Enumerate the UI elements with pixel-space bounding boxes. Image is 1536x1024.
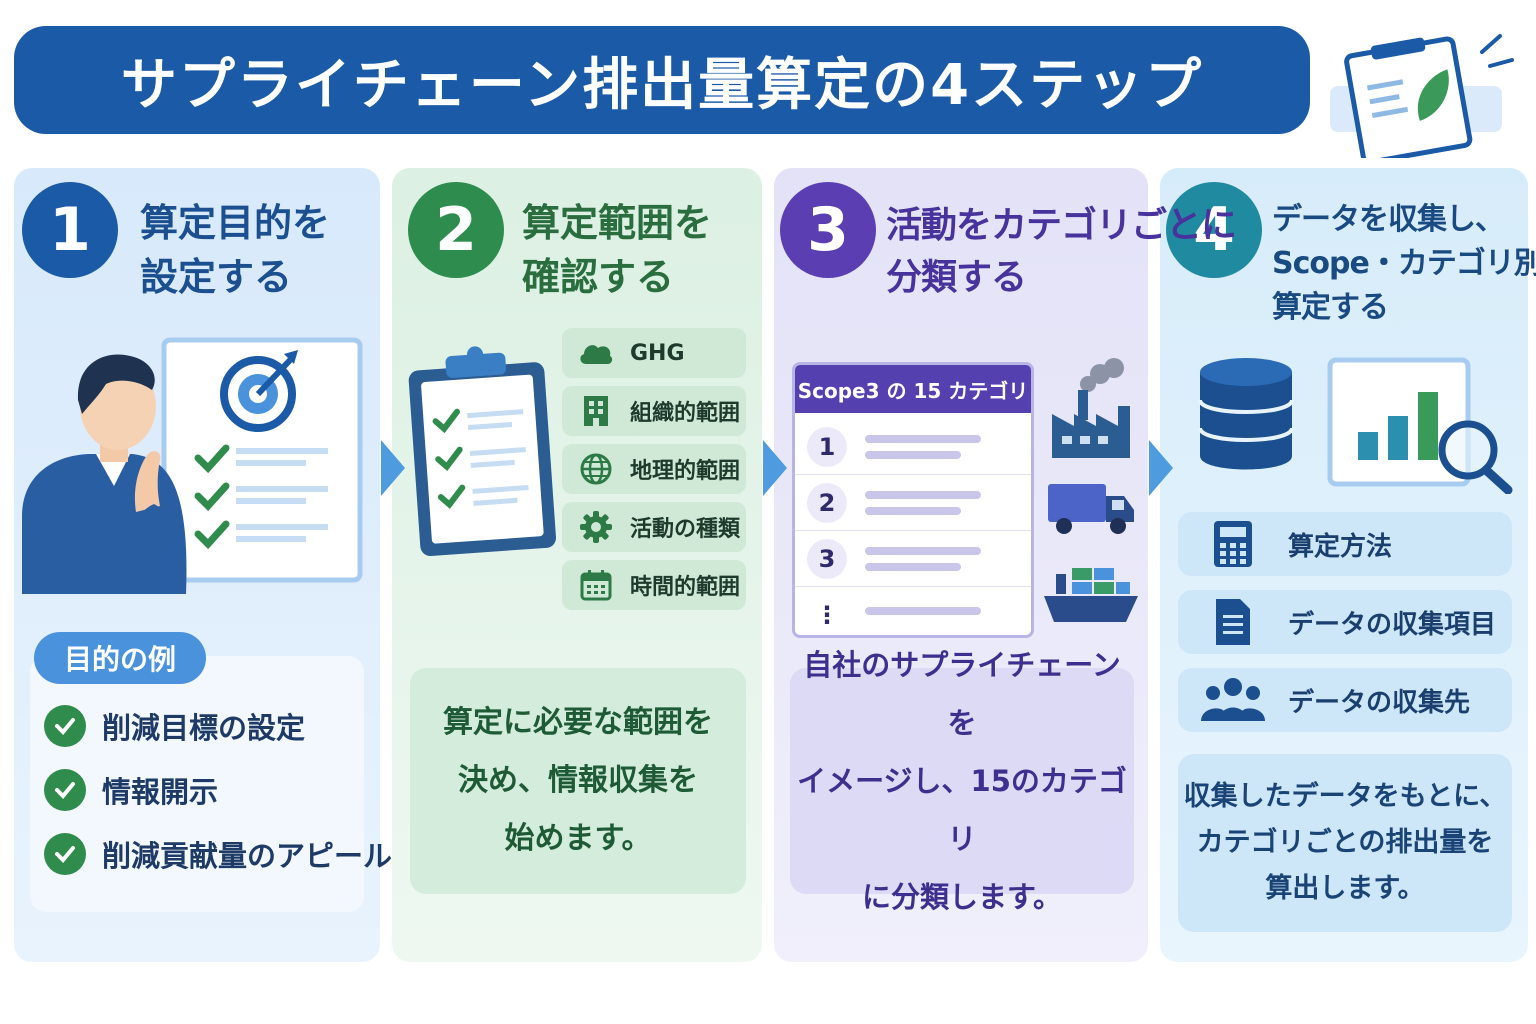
scope3-category-card: Scope3 の 15 カテゴリ 1 2 3 ⋮ (792, 362, 1034, 638)
category-row: 2 (795, 475, 1031, 531)
check-icon (44, 769, 86, 811)
step1-title: 算定目的を設定する (140, 201, 331, 299)
step4-item-method: 算定方法 (1178, 512, 1512, 576)
ship-icon (1044, 568, 1138, 622)
globe-icon (576, 449, 616, 489)
goal-examples-box (30, 656, 364, 912)
step-number-1: 1 (22, 182, 118, 278)
scope3-card-title: Scope3 の 15 カテゴリ (795, 365, 1031, 413)
document-icon (1178, 597, 1288, 647)
goal-item: 削減貢献量のアピール (44, 832, 392, 876)
step3-title: 活動をカテゴリごとに分類する (886, 205, 1237, 298)
page-title-banner: サプライチェーン排出量算定の4ステップ (14, 26, 1310, 134)
scope-item-organization: 組織的範囲 (562, 386, 746, 436)
clipboard-icon (408, 346, 557, 556)
database-icon (1198, 358, 1294, 470)
step-number-2: 2 (408, 182, 504, 278)
scope-item-activity: 活動の種類 (562, 502, 746, 552)
scope-item-time: 時間的範囲 (562, 560, 746, 610)
category-row: 3 (795, 531, 1031, 587)
calendar-icon (576, 565, 616, 605)
step4-title: データを収集し、Scope・カテゴリ別に算定する (1272, 202, 1536, 325)
goal-examples-label: 目的の例 (34, 632, 206, 684)
chart-magnifier-icon (1327, 357, 1513, 494)
goal-item: 情報開示 (44, 768, 218, 812)
step3-description: 自社のサプライチェーンを イメージし、15のカテゴリ に分類します。 (790, 648, 1134, 914)
people-icon (1178, 677, 1288, 723)
truck-icon (1048, 484, 1134, 534)
category-row: 1 (795, 419, 1031, 475)
document-leaf-icon (1330, 34, 1514, 158)
factory-icon (1052, 358, 1130, 458)
step-number-3: 3 (780, 182, 876, 278)
step4-item-data-items: データの収集項目 (1178, 590, 1512, 654)
cloud-icon (576, 333, 616, 373)
building-icon (576, 391, 616, 431)
arrow-right-icon (763, 440, 787, 496)
step-number-4: 4 (1166, 182, 1262, 278)
calculator-icon (1178, 519, 1288, 569)
goal-item: 削減目標の設定 (44, 704, 305, 748)
check-icon (44, 833, 86, 875)
arrow-right-icon (1149, 440, 1173, 496)
category-row: ⋮ (795, 587, 1031, 635)
page-title: サプライチェーン排出量算定の4ステップ (120, 52, 1204, 118)
step4-description: 収集したデータをもとに、 カテゴリごとの排出量を 算出します。 (1178, 754, 1512, 932)
step2-description: 算定に必要な範囲を 決め、情報収集を 始めます。 (410, 668, 746, 894)
step2-title: 算定範囲を確認する (522, 201, 713, 299)
check-icon (44, 705, 86, 747)
person-thinking-icon (22, 337, 363, 594)
scope-item-ghg: GHG (562, 328, 746, 378)
gear-icon (576, 507, 616, 547)
step4-item-data-sources: データの収集先 (1178, 668, 1512, 732)
scope-item-geography: 地理的範囲 (562, 444, 746, 494)
arrow-right-icon (381, 440, 405, 496)
